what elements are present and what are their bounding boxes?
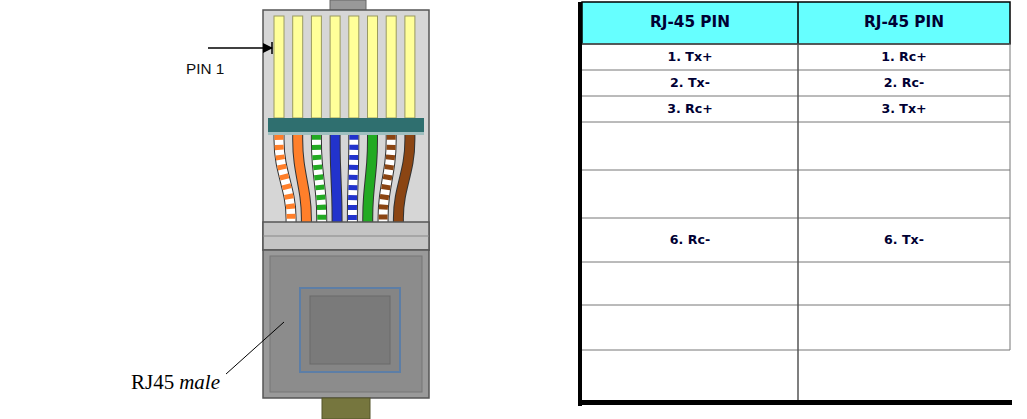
table-cell: 1. Rc+ bbox=[798, 44, 1010, 70]
leader-line bbox=[226, 322, 284, 374]
wire-stripe bbox=[383, 135, 391, 222]
table-rule bbox=[582, 262, 1010, 263]
wire-outline bbox=[279, 135, 291, 222]
wire-stripe bbox=[279, 135, 291, 222]
contact-blade bbox=[368, 16, 378, 118]
contact-blade bbox=[405, 16, 415, 118]
wire bbox=[316, 135, 321, 222]
table-cell: 2. Rc- bbox=[798, 70, 1010, 96]
table-cell: 1. Tx+ bbox=[582, 44, 798, 70]
table-cell: 3. Tx+ bbox=[798, 96, 1010, 122]
wire bbox=[335, 135, 337, 222]
table-rule bbox=[582, 350, 1010, 351]
part-label: RJ45 bbox=[131, 370, 174, 394]
table-rule bbox=[582, 122, 1010, 123]
wire-stripe bbox=[352, 135, 353, 222]
pin-arrow bbox=[208, 47, 272, 49]
wire bbox=[398, 135, 410, 222]
pin-tick bbox=[271, 42, 273, 54]
pin-table bbox=[578, 2, 1012, 406]
wire bbox=[368, 135, 373, 222]
table-rule bbox=[582, 218, 1010, 219]
wire-outline bbox=[316, 135, 321, 222]
table-rule bbox=[582, 70, 1010, 71]
wire-outline bbox=[368, 135, 373, 222]
wire-outline bbox=[298, 135, 307, 222]
table-rule bbox=[582, 170, 1010, 171]
table-header: RJ-45 PIN bbox=[582, 2, 798, 44]
contact-blade bbox=[274, 16, 284, 118]
contact-blade bbox=[330, 16, 340, 118]
table-cell: 2. Tx- bbox=[582, 70, 798, 96]
table-header: RJ-45 PIN bbox=[798, 2, 1010, 44]
wire-outline bbox=[352, 135, 353, 222]
table-cell: 3. Rc+ bbox=[582, 96, 798, 122]
wire bbox=[383, 135, 391, 222]
rj45-plug bbox=[263, 0, 429, 419]
table-rule bbox=[582, 96, 1010, 97]
wire-stripe bbox=[316, 135, 321, 222]
table-rule bbox=[1010, 44, 1011, 350]
contact-blade bbox=[386, 16, 396, 118]
wire bbox=[298, 135, 307, 222]
table-rule bbox=[582, 305, 1010, 306]
table-cell: 6. Tx- bbox=[798, 218, 1010, 262]
wire-outline bbox=[383, 135, 391, 222]
wire-outline bbox=[398, 135, 410, 222]
contact-blade bbox=[349, 16, 359, 118]
part-label: male bbox=[179, 370, 220, 394]
contact-blade bbox=[293, 16, 303, 118]
table-cell: 6. Rc- bbox=[582, 218, 798, 262]
wire bbox=[279, 135, 291, 222]
wire-outline bbox=[335, 135, 337, 222]
table-rule bbox=[582, 44, 1010, 45]
wire bbox=[352, 135, 353, 222]
contact-blade bbox=[311, 16, 321, 118]
pin-label: PIN 1 bbox=[186, 60, 248, 84]
table-rule bbox=[797, 44, 799, 400]
